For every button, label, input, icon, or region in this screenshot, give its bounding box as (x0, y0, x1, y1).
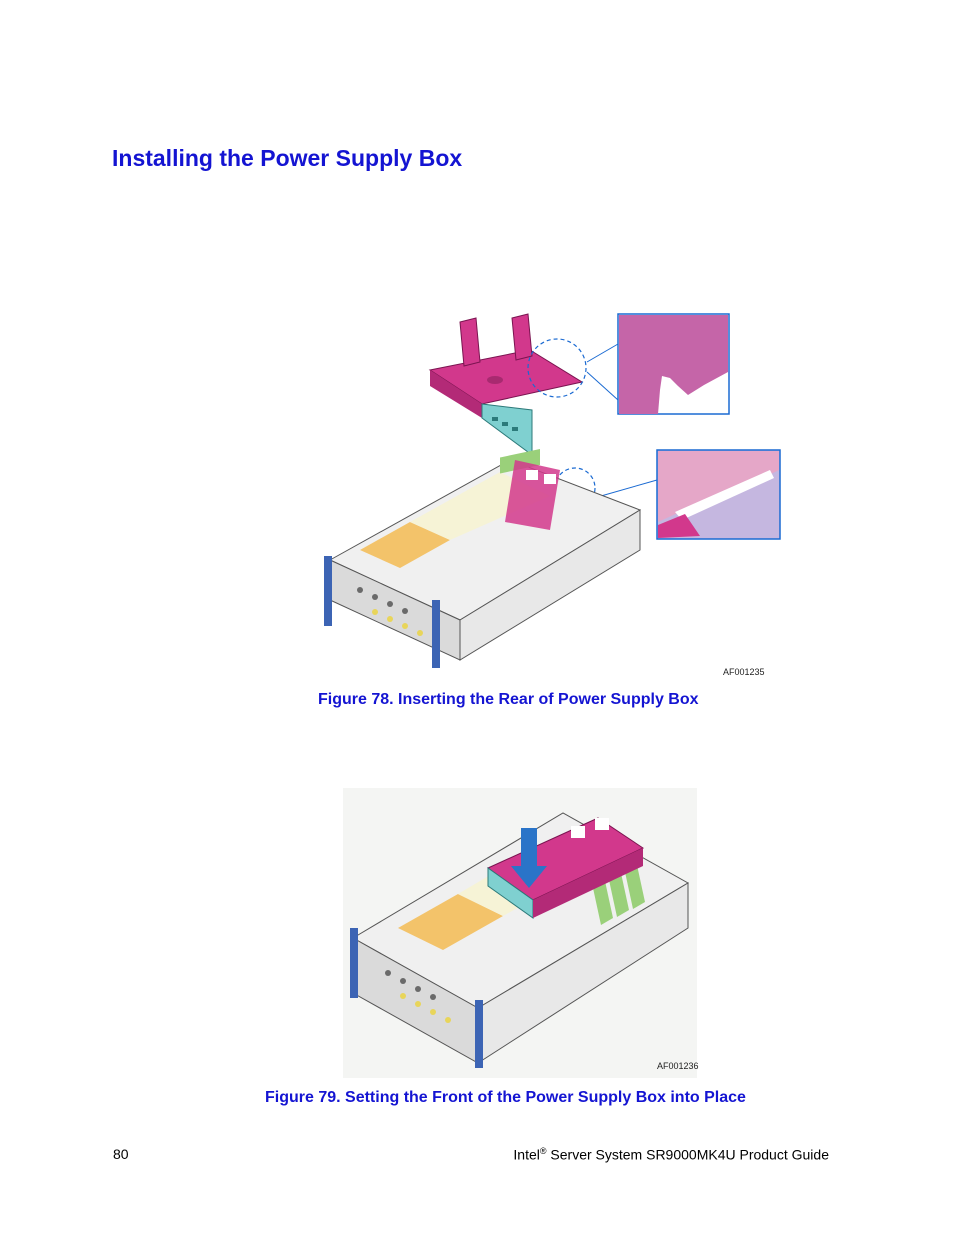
page-title: Installing the Power Supply Box (112, 145, 463, 171)
figure-code: AF001236 (657, 1061, 699, 1071)
page-number: 80 (113, 1146, 129, 1162)
zoom-inset-bottom (656, 449, 781, 540)
figure-79-illustration: AF001236 (343, 788, 699, 1078)
figure-78-illustration: AF001235 (300, 300, 790, 685)
zoom-inset-top (617, 313, 730, 415)
figure-78-caption: Figure 78. Inserting the Rear of Power S… (318, 691, 699, 708)
registered-mark: ® (539, 1146, 547, 1156)
doc-title: Server System SR9000MK4U Product Guide (546, 1146, 829, 1163)
figure-79-caption: Figure 79. Setting the Front of the Powe… (265, 1089, 746, 1106)
psu-box-floating (428, 313, 584, 456)
figure-code: AF001235 (723, 667, 765, 677)
footer-doc-title: Intel® Server System SR9000MK4U Product … (513, 1146, 829, 1163)
server-chassis (324, 448, 642, 668)
down-arrow-icon (511, 828, 547, 888)
brand-name: Intel (513, 1146, 540, 1163)
